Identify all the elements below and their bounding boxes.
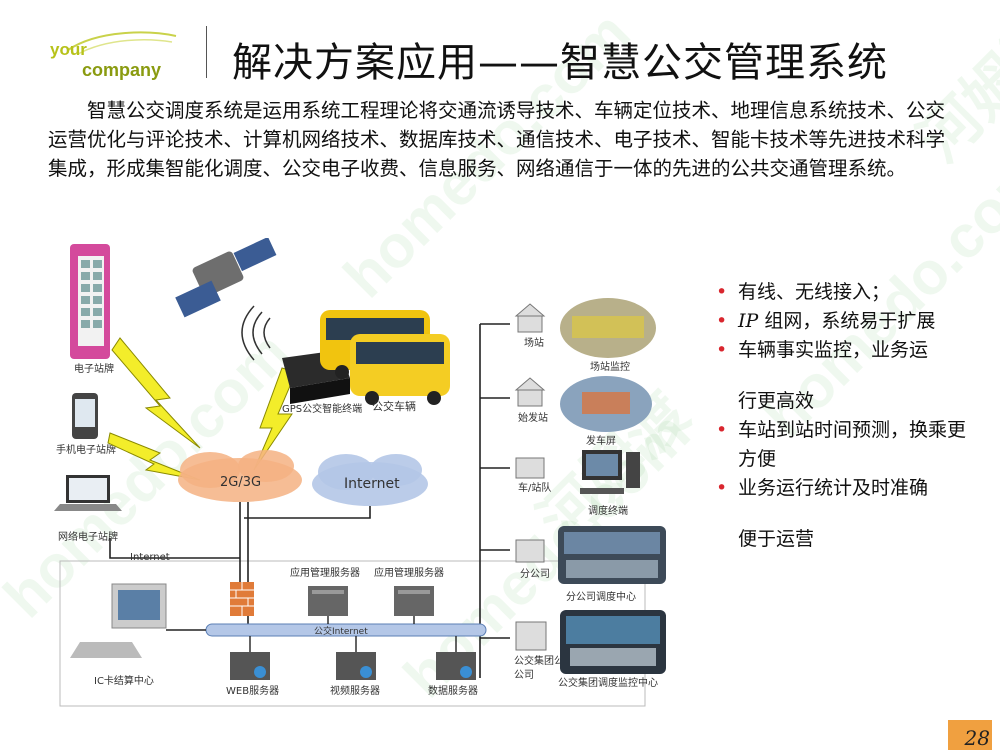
- satellite-icon: [175, 238, 277, 318]
- bullet-dot-icon: •: [716, 419, 728, 441]
- bottom-server-icon: [230, 636, 476, 680]
- feature-list: •有线、无线接入； •IP 组网，系统易于扩展 •车辆事实监控，业务运 行更高效…: [712, 278, 982, 554]
- label-mobile-stop: 手机电子站牌: [56, 443, 116, 456]
- logo-text-your: your: [50, 40, 87, 59]
- label-internet-cloud: Internet: [344, 476, 400, 492]
- branch-center-photo: [558, 526, 666, 584]
- label-node-branch: 分公司: [520, 568, 550, 580]
- label-app-server-1: 应用管理服务器: [290, 566, 360, 579]
- bullet-dot-icon: •: [716, 310, 728, 332]
- bullet-item: •业务运行统计及时准确: [712, 474, 982, 503]
- bullet-dot-icon: •: [716, 281, 728, 303]
- label-electronic-stop: 电子站牌: [74, 362, 114, 375]
- label-node-group: 公交集团公司: [514, 654, 574, 667]
- laptop-icon: [54, 475, 122, 511]
- page-number-badge: 28: [948, 720, 992, 750]
- label-group-center: 公交集团调度监控中心: [558, 676, 658, 689]
- wireless-signal-icon: [241, 305, 271, 361]
- label-2g3g: 2G/3G: [220, 475, 261, 490]
- label-ic-center: IC卡结算中心: [94, 674, 154, 687]
- bullet-item: •IP 组网，系统易于扩展: [712, 307, 982, 336]
- system-diagram: 电子站牌 手机电子站牌 网络电子站牌 GPS公交智能终端: [54, 238, 666, 707]
- bullet-item: •车站到站时间预测，换乘更方便: [712, 416, 982, 474]
- electronic-stop-sign-icon: [70, 244, 110, 359]
- title-divider: [206, 26, 207, 78]
- bus-icon: [320, 310, 450, 405]
- label-data-server: 数据服务器: [428, 684, 478, 697]
- label-node-terminal: 始发站: [518, 411, 548, 424]
- node-icon: [514, 303, 547, 651]
- label-bus: 公交车辆: [372, 399, 416, 413]
- firewall-icon: [230, 582, 254, 616]
- label-branch-center: 分公司调度中心: [566, 590, 636, 603]
- label-video-server: 视频服务器: [330, 684, 380, 697]
- monitor-photo: [560, 298, 656, 358]
- label-app-server-2: 应用管理服务器: [374, 566, 444, 579]
- label-node-group-2: 公司: [514, 670, 534, 681]
- page-title: 解决方案应用——智慧公交管理系统: [232, 40, 888, 86]
- cloud-internet-icon: [312, 454, 428, 506]
- label-backbone: 公交Internet: [314, 625, 368, 637]
- page-number: 28: [964, 726, 990, 750]
- ic-center-computer-icon: [70, 583, 206, 658]
- bullet-continuation: 行更高效: [738, 390, 815, 412]
- company-logo: your company: [48, 28, 178, 88]
- label-node-team: 车/站队: [518, 481, 551, 494]
- label-web-stop: 网络电子站牌: [58, 530, 118, 543]
- bullet-dot-icon: •: [716, 477, 728, 499]
- intro-paragraph: 智慧公交调度系统是运用系统工程理论将交通流诱导技术、车辆定位技术、地理信息系统技…: [48, 99, 946, 180]
- lightning-icon: [107, 337, 297, 481]
- app-server-icon: [308, 586, 434, 624]
- bullet-dot-icon: •: [716, 339, 728, 361]
- label-web-server: WEB服务器: [226, 684, 279, 697]
- label-gps-terminal: GPS公交智能终端: [282, 402, 362, 415]
- departure-screen-photo: [560, 376, 652, 432]
- label-depot-monitor: 场站监控: [590, 360, 630, 373]
- mobile-phone-icon: [72, 393, 98, 439]
- dispatch-terminal-icon: [580, 450, 640, 494]
- logo-text-company: company: [82, 60, 162, 80]
- cloud-2g3g-icon: [178, 450, 302, 502]
- label-node-depot: 场站: [524, 336, 544, 349]
- group-center-photo: [560, 610, 666, 674]
- label-dispatch-terminal: 调度终端: [588, 504, 628, 517]
- bullet-item: •有线、无线接入；: [712, 278, 982, 307]
- bullet-continuation: 便于运营: [738, 528, 815, 550]
- label-departure-screen: 发车屏: [586, 434, 616, 447]
- bullet-item: •车辆事实监控，业务运: [712, 336, 982, 365]
- label-internet-small: Internet: [130, 552, 170, 563]
